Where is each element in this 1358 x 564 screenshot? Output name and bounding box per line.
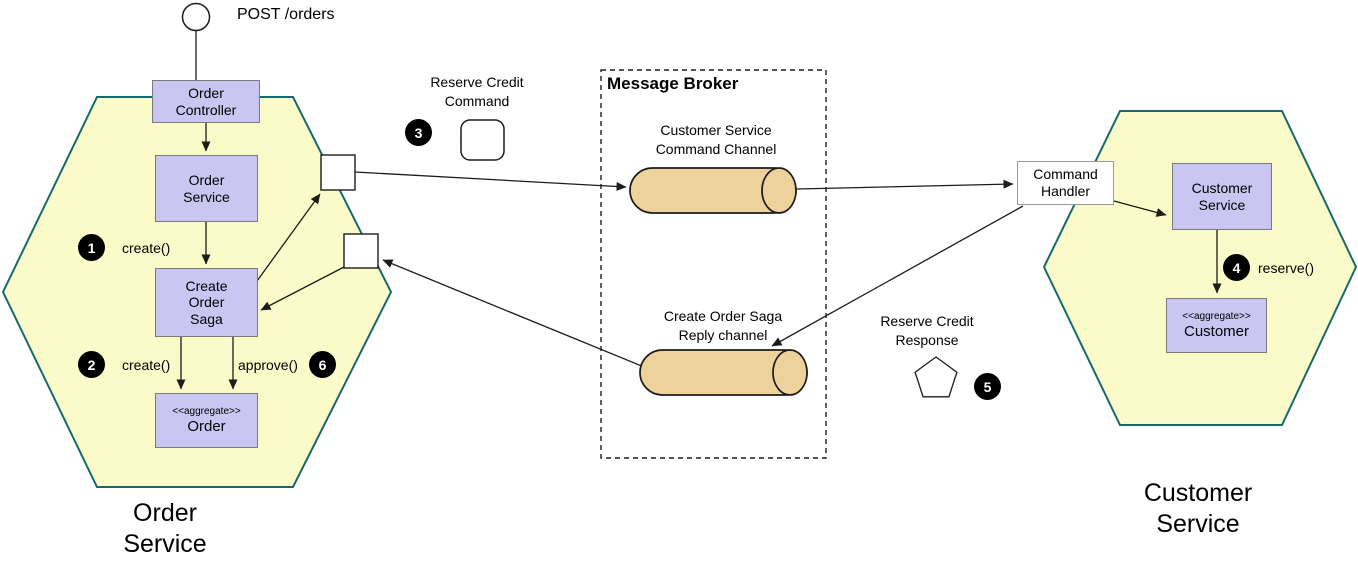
- order-inbound-port: [343, 233, 379, 269]
- saga-line3: Saga: [190, 310, 223, 327]
- command-handler-box: Command Handler: [1017, 161, 1114, 205]
- message-broker-title: Message Broker: [607, 74, 739, 93]
- order-aggregate-stereotype: <<aggregate>>: [172, 405, 241, 417]
- reserve-credit-response-line1: Reserve Credit: [880, 313, 974, 329]
- arrow-handler-to-reply-channel: [771, 205, 1024, 347]
- step-6-badge: 6: [309, 351, 336, 378]
- customer-service-line1: Customer: [1191, 179, 1253, 196]
- command-channel-cylinder: [629, 167, 797, 214]
- post-orders-label: POST /orders: [237, 6, 335, 23]
- customer-aggregate-box: <<aggregate>> Customer: [1166, 298, 1267, 353]
- step-2-label: create(): [122, 357, 171, 373]
- order-hexagon-title: Order Service: [85, 498, 245, 561]
- customer-hexagon-title-line1: Customer: [1143, 479, 1253, 507]
- order-service-box: Order Service: [155, 155, 258, 222]
- message-broker-boundary: [600, 69, 827, 459]
- reserve-credit-response-line2: Response: [895, 331, 959, 348]
- order-controller-line2: Controller: [175, 101, 237, 118]
- step-1-label: create(): [122, 240, 171, 256]
- command-channel-label-line2: Command Channel: [655, 140, 777, 157]
- order-aggregate-box: <<aggregate>> Order: [155, 393, 258, 448]
- command-message-icon: [460, 119, 505, 161]
- customer-aggregate-stereotype: <<aggregate>>: [1182, 310, 1251, 322]
- order-hexagon-title-line2: Service: [123, 530, 207, 559]
- arrow-reply-channel-to-port: [382, 259, 645, 368]
- step-6-label: approve(): [238, 357, 298, 373]
- order-aggregate-name: Order: [187, 417, 226, 435]
- command-handler-line2: Handler: [1040, 183, 1091, 199]
- order-hexagon-title-line1: Order: [133, 499, 197, 527]
- customer-hexagon-title-line2: Service: [1156, 510, 1240, 539]
- customer-service-line2: Service: [1198, 196, 1246, 213]
- order-service-line2: Service: [183, 188, 230, 205]
- step-2-badge: 2: [78, 351, 105, 378]
- reserve-credit-command-line2: Command: [444, 92, 510, 109]
- reserve-credit-response-label: Reserve Credit Response: [852, 312, 1002, 350]
- customer-aggregate-name: Customer: [1183, 322, 1250, 340]
- create-order-saga-box: Create Order Saga: [155, 268, 258, 337]
- step-3-badge: 3: [405, 119, 432, 146]
- step-5-badge: 5: [974, 373, 1001, 400]
- step-1-badge: 1: [78, 234, 105, 261]
- command-handler-line1: Command: [1033, 166, 1098, 183]
- response-message-icon: [914, 356, 958, 398]
- order-service-line1: Order: [188, 171, 225, 188]
- reply-channel-label: Create Order Saga Reply channel: [623, 307, 823, 345]
- reserve-credit-command-label: Reserve Credit Command: [402, 73, 552, 111]
- reply-channel-cylinder: [639, 349, 808, 396]
- command-channel-label: Customer Service Command Channel: [616, 121, 816, 159]
- reserve-credit-command-line1: Reserve Credit: [430, 74, 524, 90]
- step-4-label: reserve(): [1258, 260, 1315, 276]
- arrow-port-to-saga: [260, 266, 345, 311]
- customer-service-hexagon: [1042, 110, 1358, 426]
- reply-channel-label-line1: Create Order Saga: [663, 308, 783, 324]
- start-event-circle: [181, 2, 211, 32]
- reply-channel-label-line2: Reply channel: [678, 326, 768, 343]
- arrow-saga-to-command-port: [256, 193, 321, 282]
- customer-service-box: Customer Service: [1172, 163, 1272, 230]
- arrow-command-channel-to-handler: [796, 179, 1014, 190]
- arrow-handler-to-customer-service: [1113, 200, 1167, 217]
- saga-line2: Order: [188, 294, 225, 311]
- order-controller-box: Order Controller: [152, 80, 260, 123]
- saga-line1: Create: [185, 277, 228, 294]
- arrow-port-to-command-channel: [354, 171, 627, 191]
- step-4-badge: 4: [1223, 254, 1250, 281]
- order-controller-line1: Order: [188, 84, 224, 101]
- order-outbound-port: [320, 154, 356, 191]
- customer-hexagon-title: Customer Service: [1118, 478, 1278, 541]
- command-channel-label-line1: Customer Service: [660, 122, 772, 138]
